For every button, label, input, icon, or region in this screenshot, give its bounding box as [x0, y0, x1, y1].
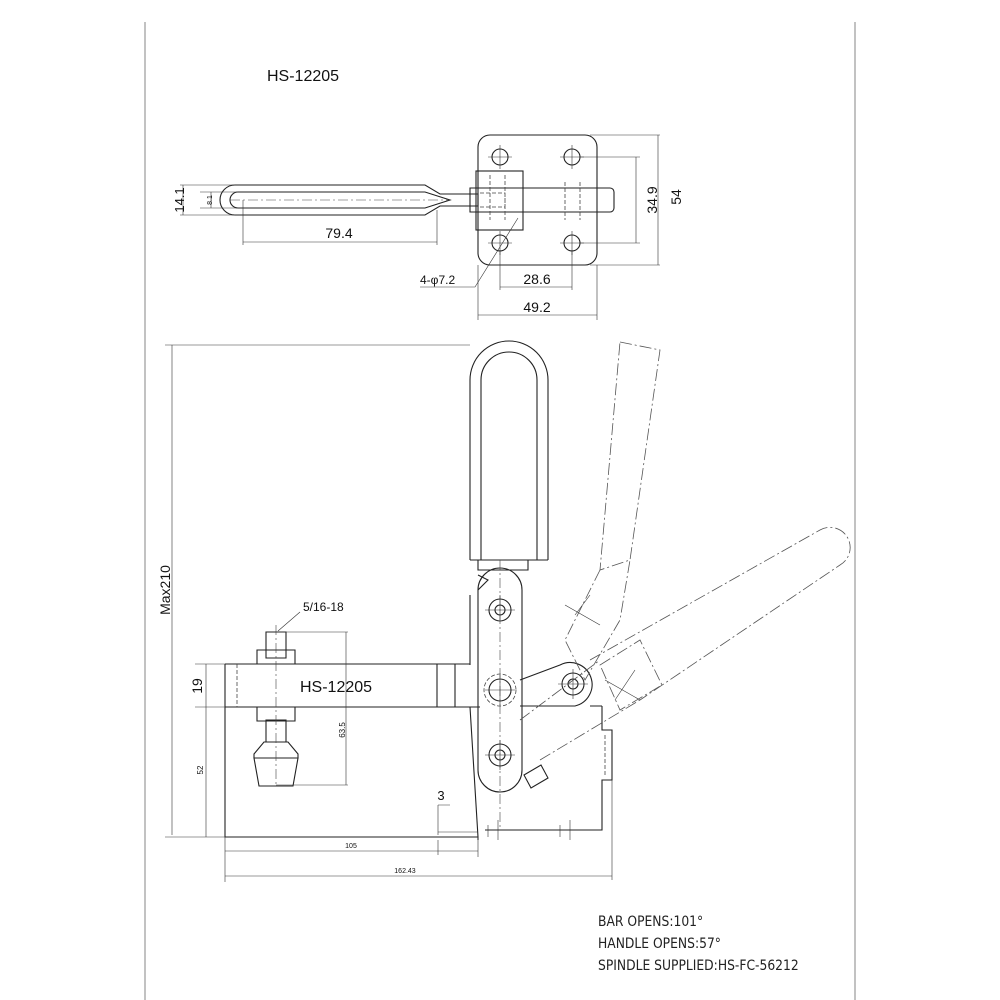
drawing-frame [144, 22, 856, 1000]
bar-label: HS-12205 [300, 679, 372, 696]
dim-plate-height: 54 [668, 189, 684, 205]
side-view: HS-12205 Max210 19 52 63.5 5/16-18 [157, 340, 851, 882]
dim-handle-width: 14.1 [172, 187, 187, 212]
dim-max-height: Max210 [157, 565, 173, 615]
dim-base-height: 52 [196, 765, 205, 774]
dim-spindle-height: 63.5 [338, 722, 347, 738]
open-handle-ghost [519, 341, 851, 761]
pivot-pins [483, 595, 588, 770]
dim-holes: 4-φ7.2 [420, 273, 455, 287]
dim-slot-width: 8.1 [207, 195, 214, 205]
note-spindle: SPINDLE SUPPLIED:HS-FC-56212 [598, 958, 799, 974]
dim-reach: 105 [345, 843, 357, 850]
dim-hole-spacing-x: 28.6 [523, 271, 550, 287]
top-view: 14.1 8.1 79.4 4-φ7.2 28.6 49.2 34.9 54 [172, 134, 684, 320]
spec-notes: BAR OPENS:101° HANDLE OPENS:57° SPINDLE … [598, 911, 799, 977]
note-handle-opens: HANDLE OPENS:57° [598, 936, 721, 952]
dim-gap: 3 [437, 788, 444, 803]
dim-bar-thickness: 19 [189, 678, 205, 694]
dim-overall-length: 162.43 [394, 868, 416, 875]
dim-thread: 5/16-18 [303, 600, 344, 614]
dim-handle-length: 79.4 [325, 225, 352, 241]
note-bar-opens: BAR OPENS:101° [598, 914, 704, 930]
dim-plate-width: 49.2 [523, 299, 550, 315]
dim-hole-spacing-y: 34.9 [644, 186, 660, 213]
mounting-holes [488, 145, 584, 255]
top-title: HS-12205 [267, 68, 339, 85]
